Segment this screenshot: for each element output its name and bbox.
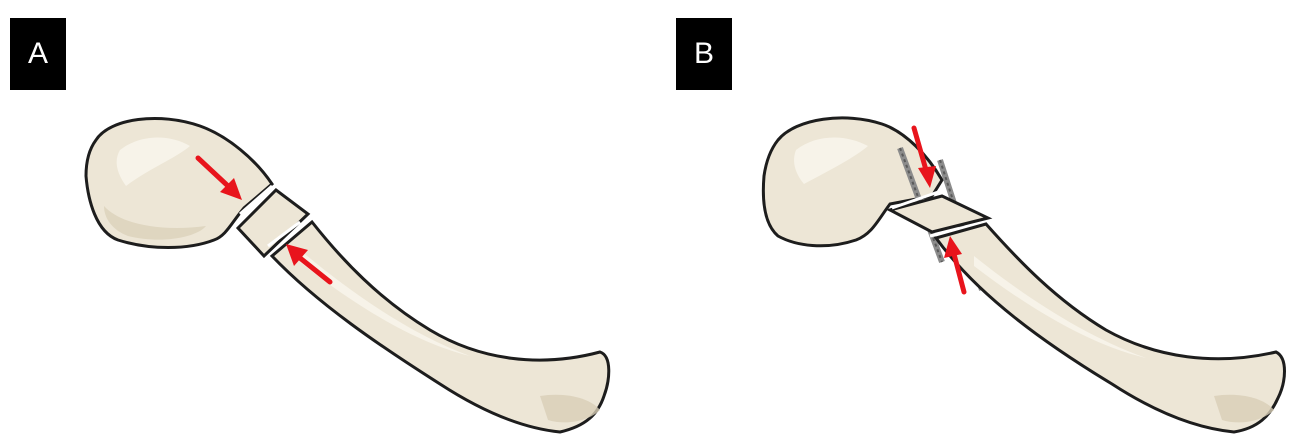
bone-illustration-b xyxy=(646,0,1293,436)
panel-b: B xyxy=(646,0,1293,436)
panel-a: A xyxy=(0,0,646,436)
bone-illustration-a xyxy=(0,0,646,436)
